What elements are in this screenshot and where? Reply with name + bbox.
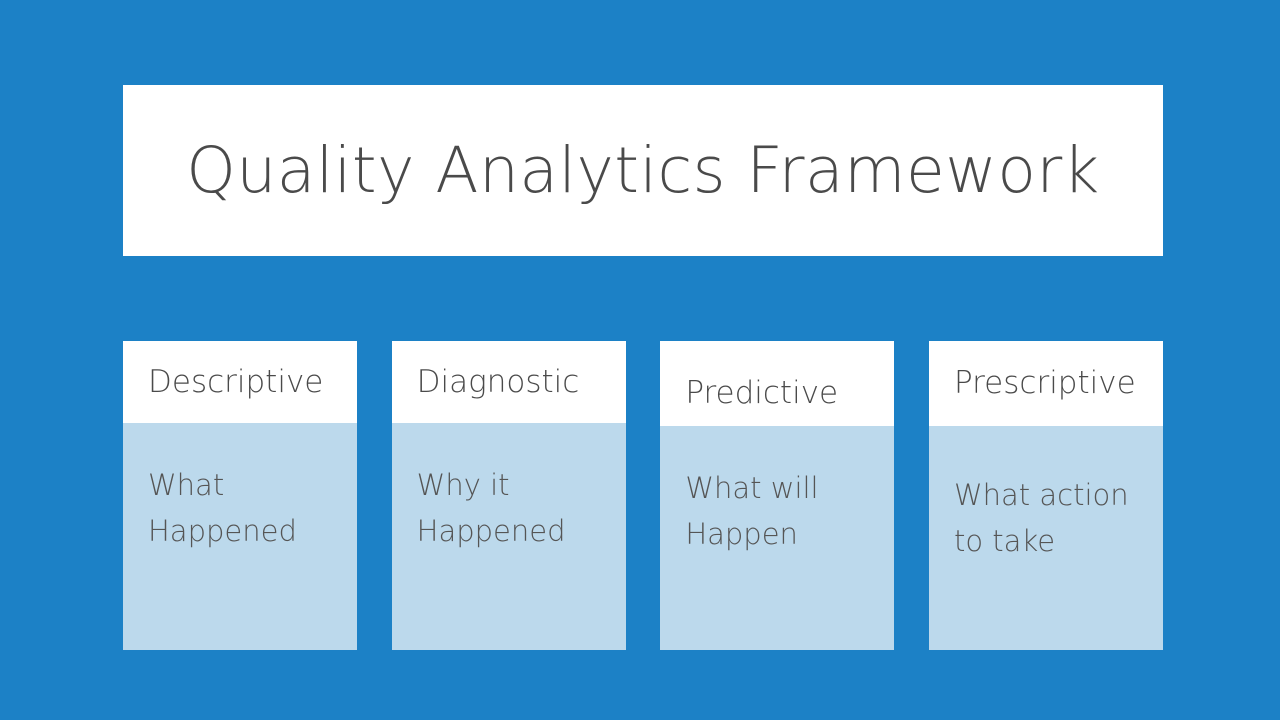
card-title-descriptive: Descriptive xyxy=(148,363,324,400)
card-title-diagnostic: Diagnostic xyxy=(416,363,580,400)
title-banner: Quality Analytics Framework xyxy=(123,85,1163,256)
card-body-prescriptive: What action to take xyxy=(929,426,1163,650)
card-header-predictive: Predictive xyxy=(660,341,895,426)
page-title: Quality Analytics Framework xyxy=(186,133,1100,207)
analytics-card-diagnostic[interactable]: Diagnostic Why it Happened xyxy=(391,341,626,650)
analytics-card-row: Descriptive What Happened Diagnostic Why… xyxy=(123,341,1163,650)
card-header-descriptive: Descriptive xyxy=(123,341,357,423)
analytics-card-prescriptive[interactable]: Prescriptive What action to take xyxy=(928,341,1163,650)
analytics-card-descriptive[interactable]: Descriptive What Happened xyxy=(123,341,357,650)
card-header-diagnostic: Diagnostic xyxy=(391,341,626,423)
card-description-predictive: What will Happen xyxy=(685,471,819,552)
card-header-prescriptive: Prescriptive xyxy=(928,341,1163,426)
card-body-predictive: What will Happen xyxy=(660,426,894,650)
card-body-descriptive: What Happened xyxy=(123,423,357,650)
card-title-prescriptive: Prescriptive xyxy=(953,365,1136,402)
card-body-diagnostic: Why it Happened xyxy=(392,423,626,650)
analytics-card-predictive[interactable]: Predictive What will Happen xyxy=(660,341,895,650)
card-title-predictive: Predictive xyxy=(685,375,839,412)
card-description-descriptive: What Happened xyxy=(148,468,297,549)
card-description-prescriptive: What action to take xyxy=(953,478,1129,559)
card-description-diagnostic: Why it Happened xyxy=(416,468,566,549)
